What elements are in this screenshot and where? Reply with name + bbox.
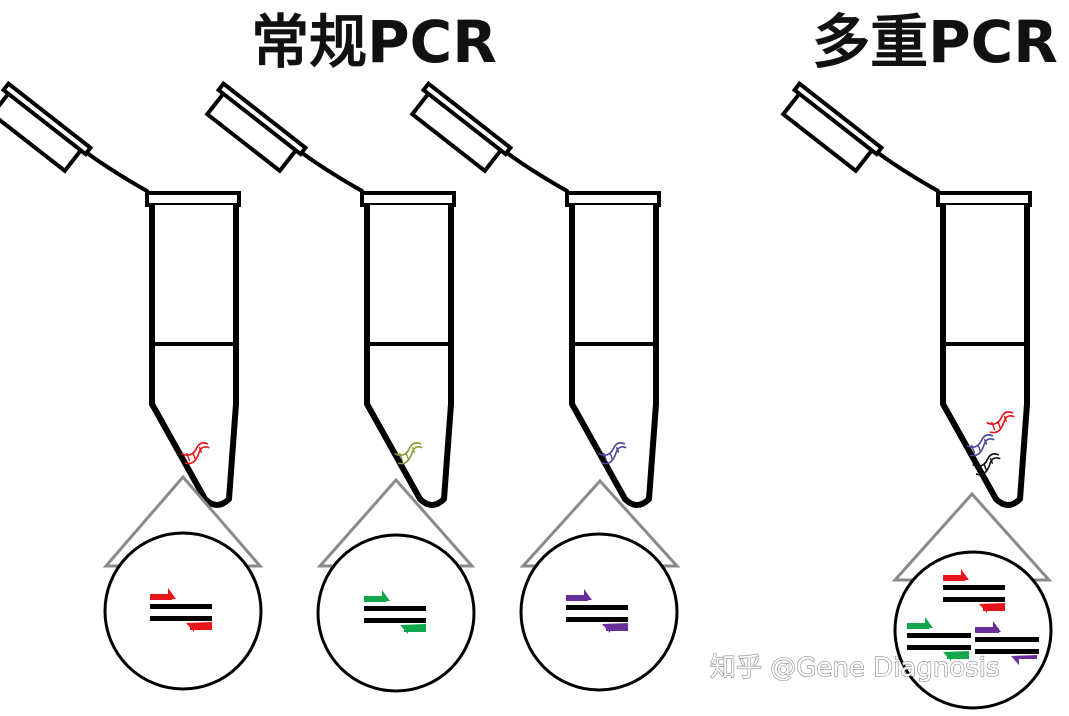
primer-pair-red-multiplex	[943, 569, 1005, 613]
magnified-view-2	[316, 533, 476, 693]
tube-4	[779, 84, 1053, 710]
magnified-view-3	[519, 532, 679, 692]
tube-1	[0, 84, 264, 691]
watermark: 知乎 @Gene Diagnosis	[710, 653, 1000, 683]
conventional-pcr-title: 常规PCR	[251, 8, 497, 76]
primer-pair-purple-multiplex	[975, 621, 1039, 665]
multiplex-pcr-title: 多重PCR	[812, 8, 1058, 76]
tube-3	[408, 84, 681, 692]
primer-pair-purple	[566, 589, 628, 633]
primer-pair-red	[150, 588, 212, 632]
primer-pair-green-multiplex	[907, 617, 971, 661]
tube-2	[203, 84, 476, 693]
magnified-view-1	[103, 531, 263, 691]
primer-pair-green	[364, 590, 426, 634]
magnified-view-4	[893, 550, 1053, 710]
